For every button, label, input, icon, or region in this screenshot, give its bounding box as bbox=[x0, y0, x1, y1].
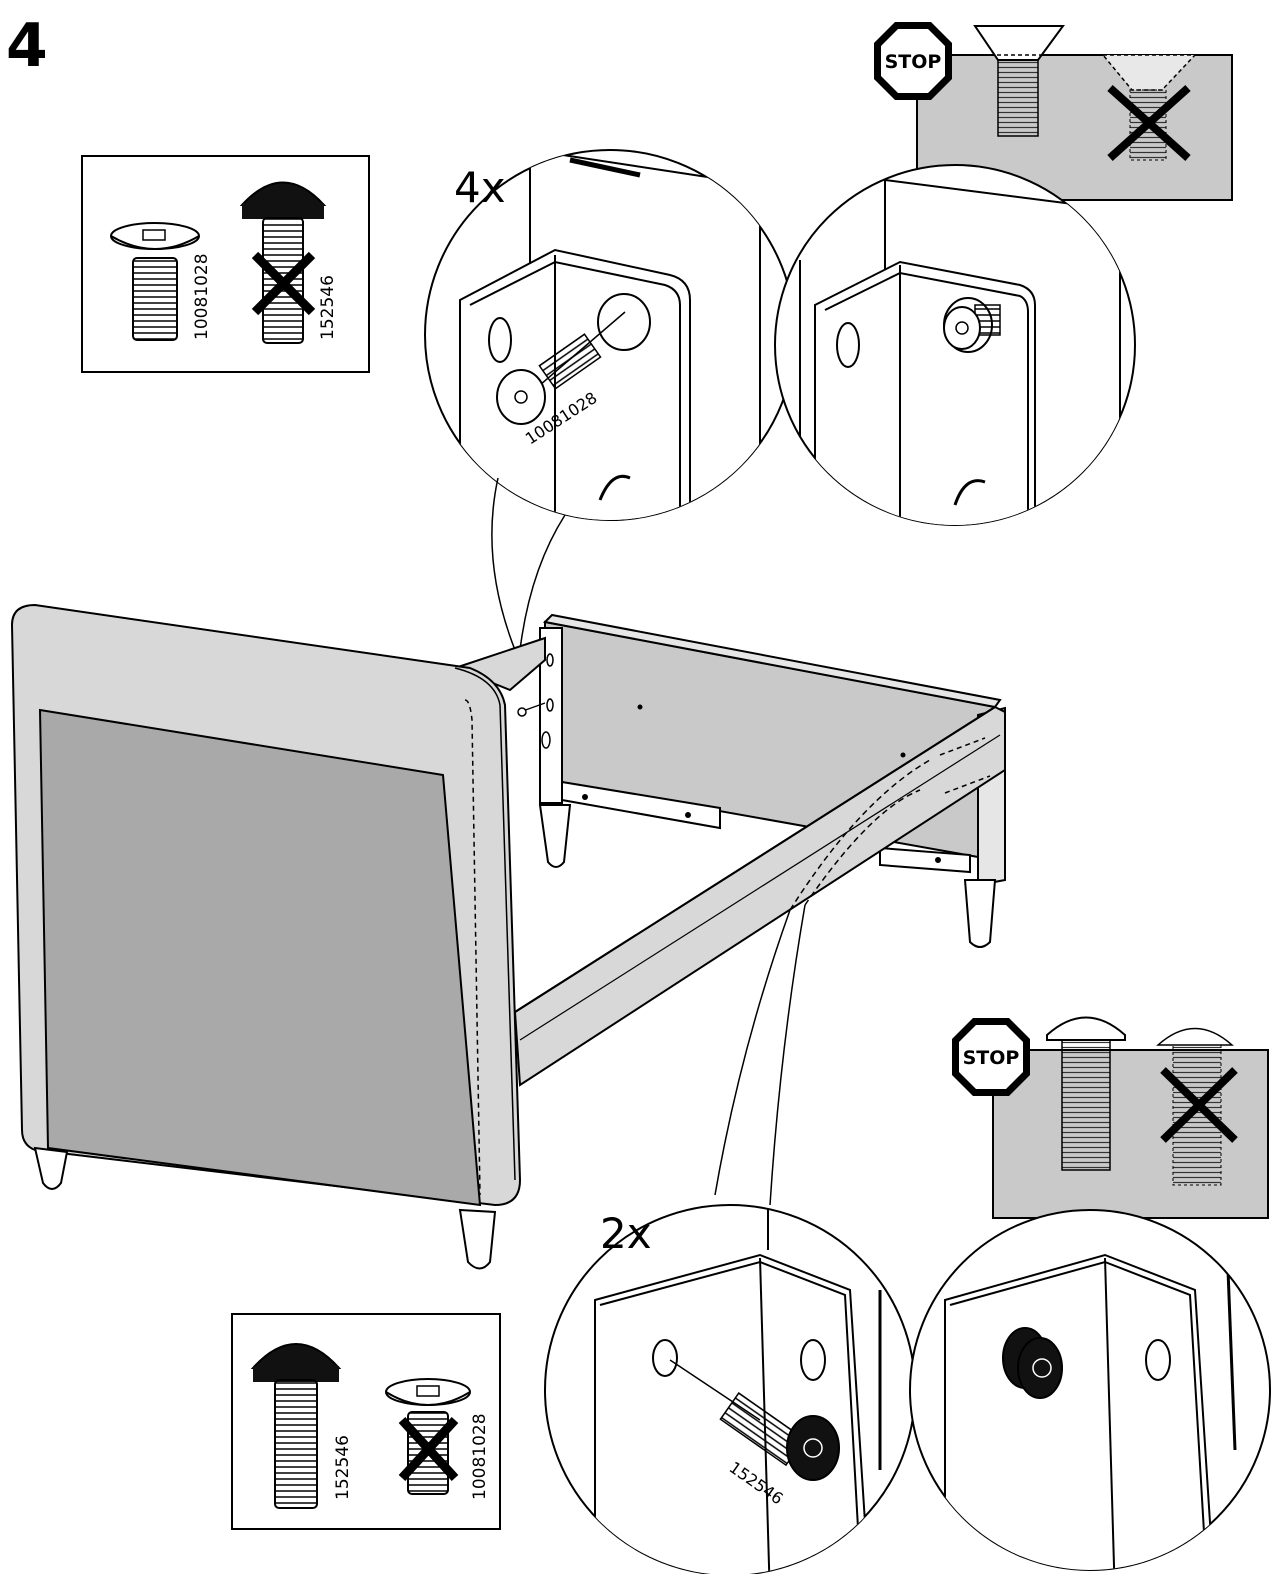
part-id-wrong: 152546 bbox=[318, 275, 338, 340]
part-comparison-box-top: 10081028 152546 bbox=[81, 155, 370, 373]
dome-screw-icon bbox=[239, 181, 327, 344]
stop-label: STOP bbox=[963, 1047, 1020, 1069]
part-id-wrong: 10081028 bbox=[470, 1413, 490, 1500]
part-comparison-box-bottom: 152546 10081028 bbox=[231, 1313, 501, 1530]
quantity-label: 4x bbox=[454, 163, 506, 212]
detail-circle-screw-installed bbox=[774, 164, 1136, 526]
cross-mark-icon bbox=[1107, 85, 1191, 161]
dome-screw-icon bbox=[250, 1343, 342, 1509]
cross-mark-icon bbox=[1160, 1067, 1238, 1143]
bed-frame bbox=[10, 603, 1006, 1270]
stop-sign-icon: STOP bbox=[874, 22, 952, 100]
part-id-correct: 10081028 bbox=[192, 253, 212, 340]
cross-mark-icon bbox=[251, 251, 316, 316]
stop-label: STOP bbox=[885, 51, 942, 73]
stop-depth-box-bottom: STOP bbox=[952, 1016, 1269, 1219]
detail-circle-insert-bolt: 2x 152546 bbox=[544, 1204, 916, 1576]
stop-sign-icon: STOP bbox=[952, 1018, 1030, 1096]
quantity-label: 2x bbox=[600, 1209, 652, 1258]
detail-circle-bolt-installed bbox=[909, 1209, 1271, 1571]
detail-circle-insert-screw: 4x 10081028 bbox=[424, 149, 796, 521]
part-id-correct: 152546 bbox=[333, 1435, 353, 1500]
countersunk-screw-icon bbox=[110, 222, 200, 341]
cross-mark-icon bbox=[398, 1416, 459, 1482]
step-number: 4 bbox=[6, 11, 48, 81]
